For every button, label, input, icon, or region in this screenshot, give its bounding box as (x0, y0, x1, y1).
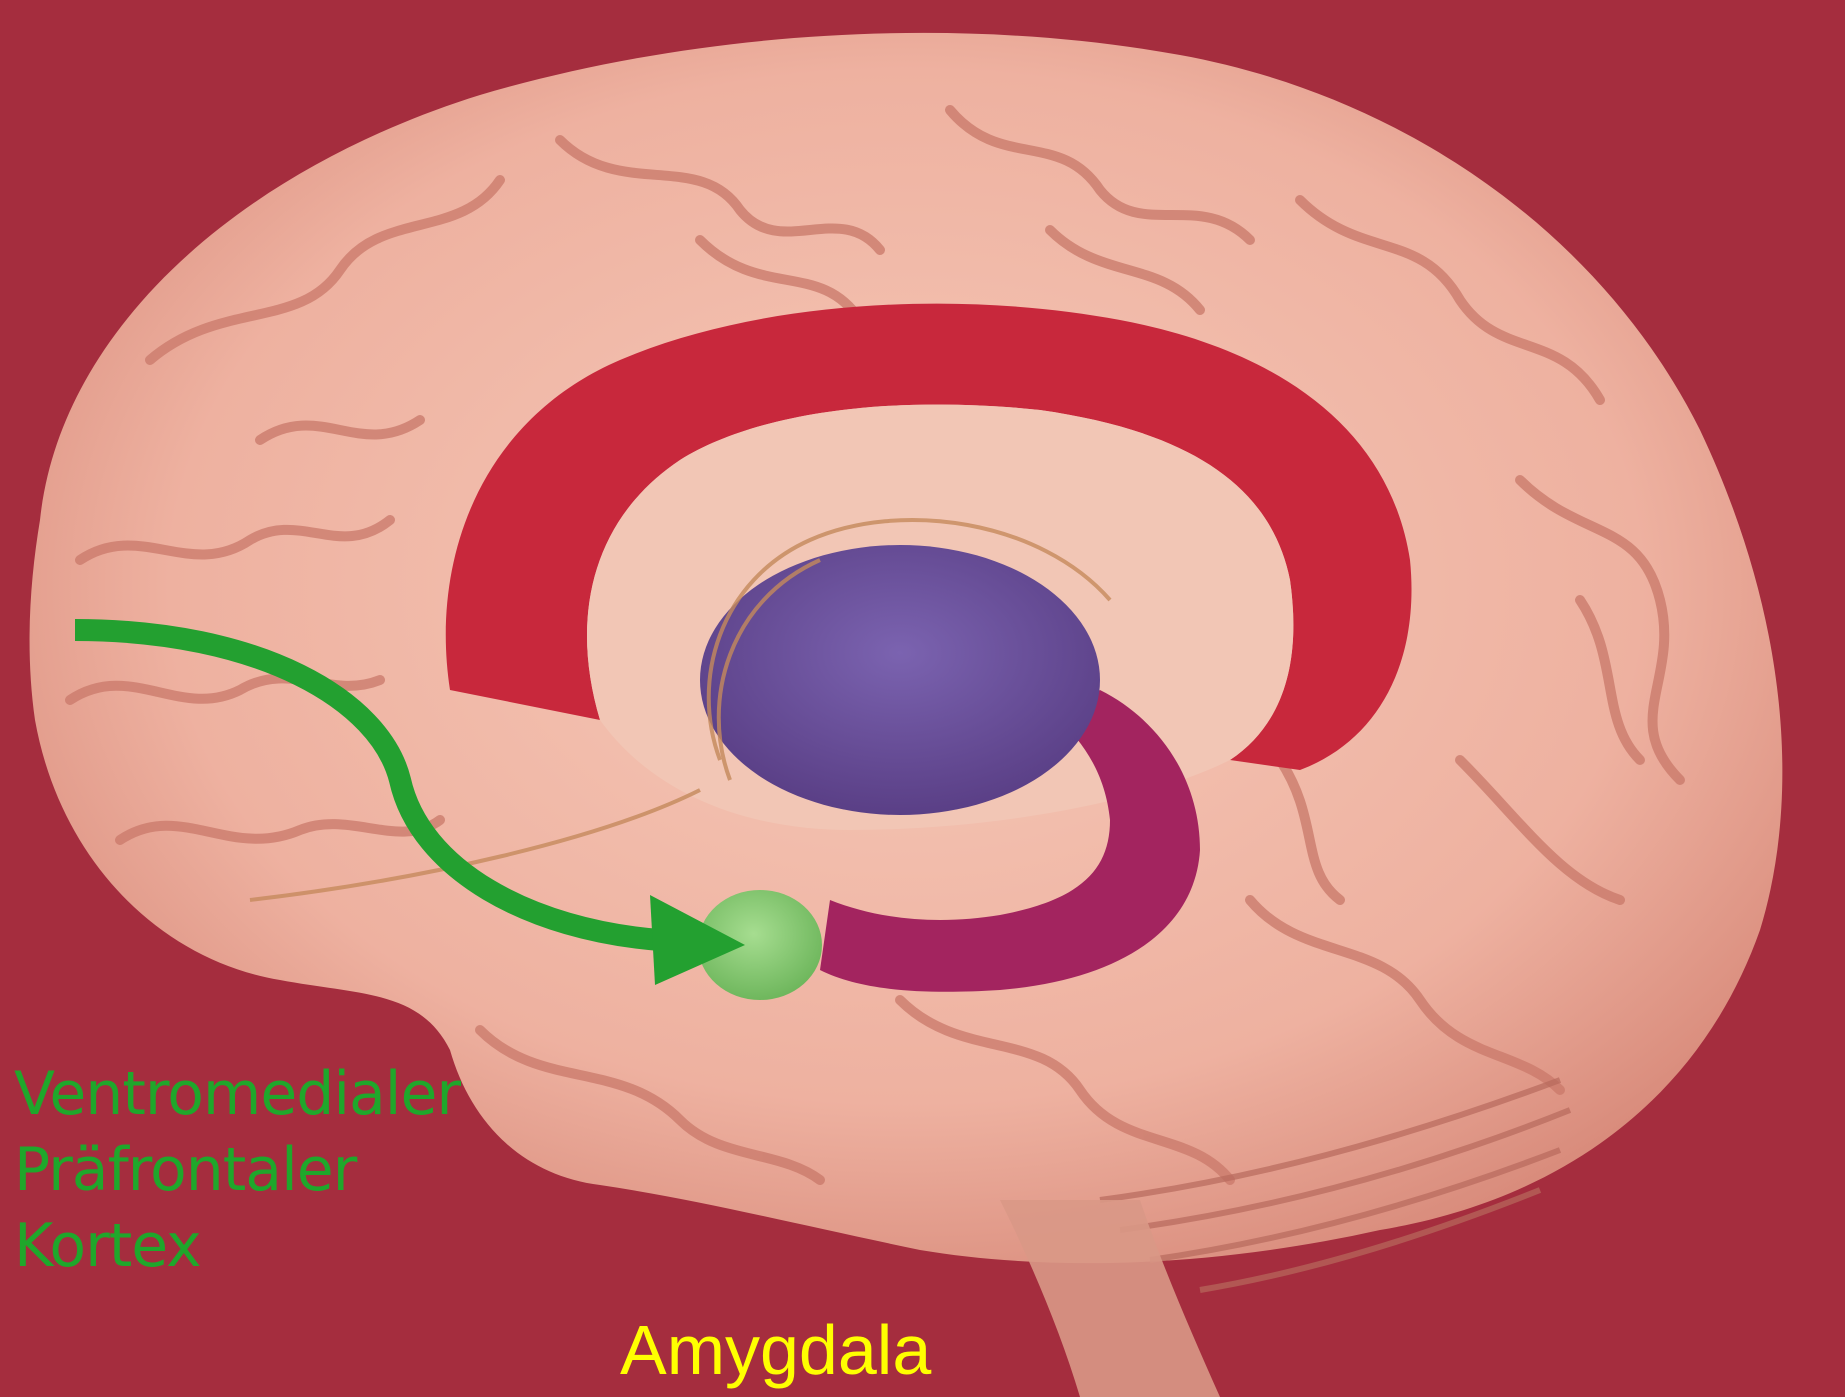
vmpfc-label: Ventromedialer Präfrontaler Kortex (14, 1056, 460, 1284)
vmpfc-label-line-2: Präfrontaler (14, 1132, 460, 1208)
thalamus (700, 545, 1100, 815)
amygdala-label: Amygdala (620, 1310, 931, 1390)
vmpfc-label-line-1: Ventromedialer (14, 1056, 460, 1132)
vmpfc-label-line-3: Kortex (14, 1208, 460, 1284)
